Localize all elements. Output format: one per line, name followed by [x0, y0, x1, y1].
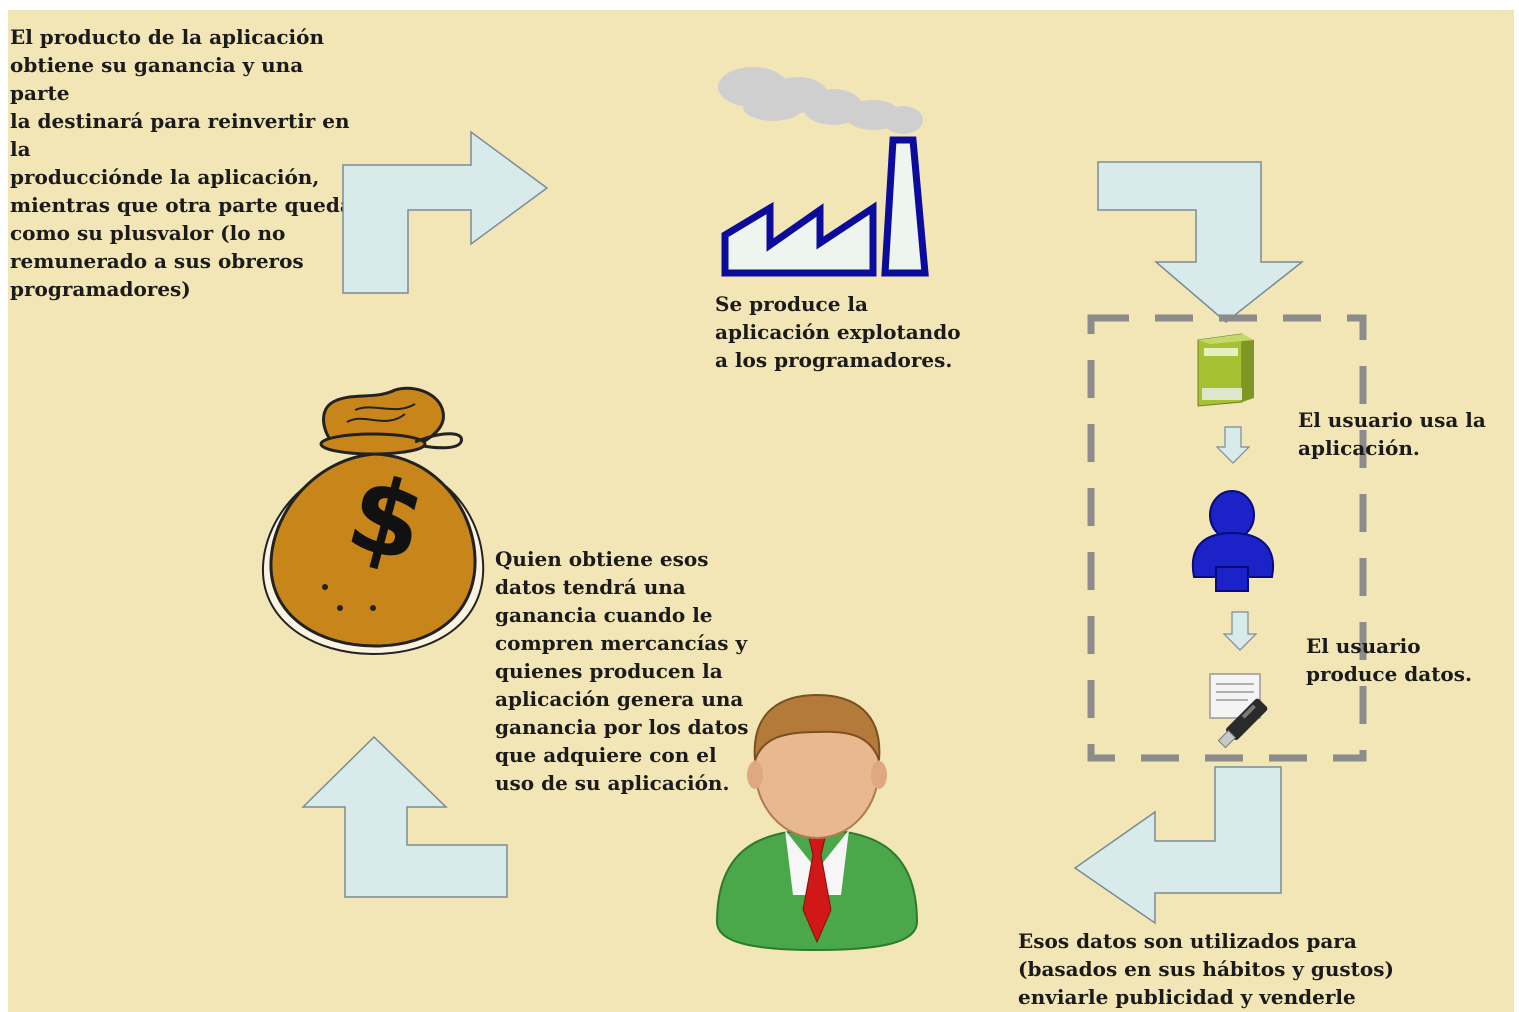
user-uses-text: El usuario usa la aplicación. — [1298, 408, 1486, 460]
software-box-icon — [1197, 333, 1254, 407]
factory-icon — [718, 67, 929, 277]
arrow-bend-left-icon — [1073, 766, 1282, 925]
app-usage-frame — [1087, 314, 1367, 762]
small-down-arrow-icon — [1215, 426, 1251, 464]
small-down-arrow-icon — [1222, 611, 1258, 651]
diagram-canvas: El producto de la aplicación obtiene su … — [8, 10, 1514, 1012]
usb-data-icon — [1209, 673, 1268, 749]
data-used-text: Esos datos son utilizados para (basados … — [1018, 929, 1394, 1009]
money-bag-icon: $ — [261, 386, 485, 656]
user-icon — [1191, 490, 1275, 592]
data-owner-text: Quien obtiene esos datos tendrá una gana… — [495, 547, 749, 795]
production-text: Se produce la aplicación explotando a lo… — [715, 292, 961, 372]
businessman-icon — [715, 693, 919, 952]
profit-reinvest-text: El producto de la aplicación obtiene su … — [10, 25, 353, 301]
arrow-bend-down-icon — [1097, 161, 1305, 323]
user-produces-text: El usuario produce datos. — [1306, 634, 1472, 686]
arrow-bend-right-icon — [342, 130, 549, 294]
arrow-bend-up-icon — [301, 735, 508, 898]
